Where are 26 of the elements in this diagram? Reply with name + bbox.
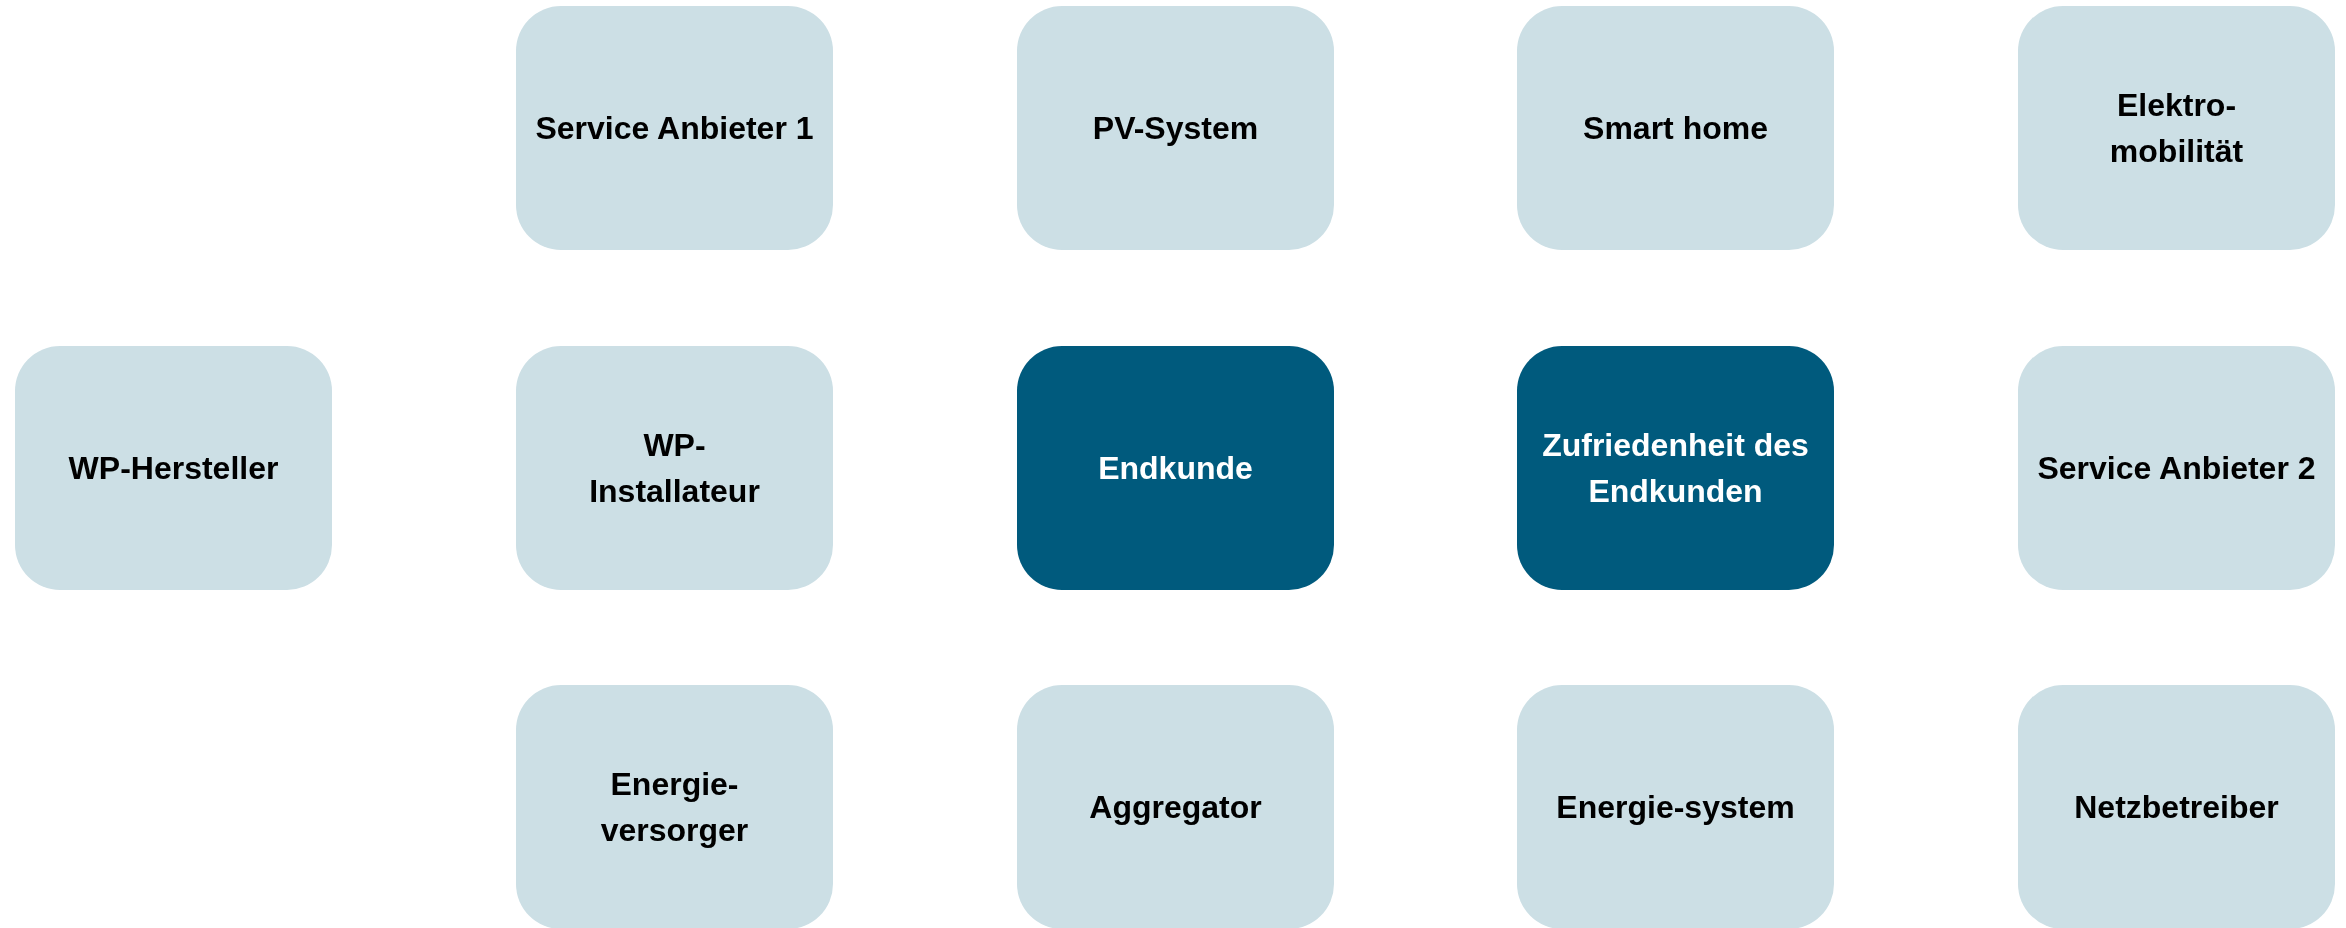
box-label: Netzbetreiber — [2074, 787, 2279, 827]
category-box — [516, 6, 833, 250]
category-box — [2018, 346, 2335, 590]
box-label: Service Anbieter 1 — [535, 108, 814, 148]
box-label: WP-Hersteller — [68, 448, 279, 488]
box-label: Endkunde — [1098, 448, 1253, 488]
highlight-box — [1517, 346, 1834, 590]
category-box — [2018, 6, 2335, 250]
box-label: PV-System — [1092, 108, 1259, 148]
box-label: Smart home — [1583, 108, 1768, 148]
box-label: Energie-system — [1556, 787, 1795, 827]
category-box — [1017, 6, 1334, 250]
box-label: Aggregator — [1089, 787, 1262, 827]
category-box — [1017, 685, 1334, 928]
box-label: Elektro-mobilität — [2108, 85, 2245, 171]
box-label: Service Anbieter 2 — [2037, 448, 2316, 488]
category-box — [1517, 6, 1834, 250]
box-label: Energie-versorger — [599, 764, 750, 850]
category-box — [15, 346, 332, 590]
highlight-box — [1017, 346, 1334, 590]
category-box — [1517, 685, 1834, 928]
category-box — [2018, 685, 2335, 928]
category-box — [516, 685, 833, 928]
box-label: Zufriedenheit des Endkunden — [1541, 425, 1810, 511]
box-label: WP-Installateur — [588, 425, 761, 511]
category-box — [516, 346, 833, 590]
